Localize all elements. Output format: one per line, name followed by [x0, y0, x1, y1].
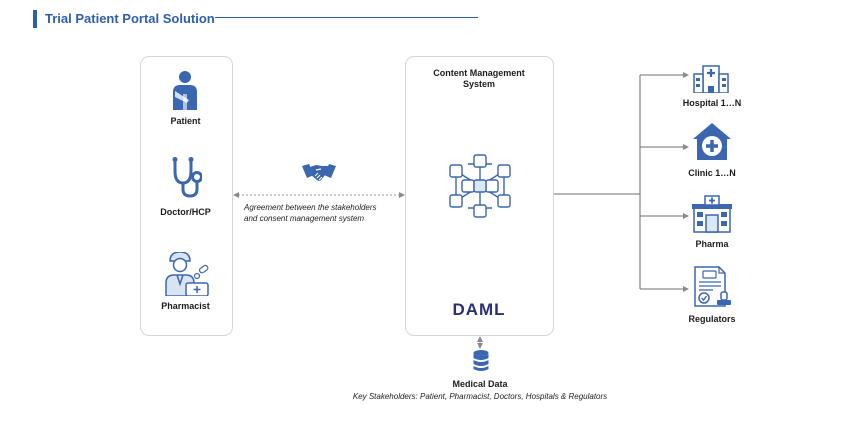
network-cubes-icon [444, 152, 516, 220]
title-rule [215, 17, 478, 18]
cms-title-line2: System [462, 79, 496, 89]
target-label-clinic: Clinic 1…N [688, 168, 736, 178]
target-label-hospital: Hospital 1…N [682, 98, 742, 108]
key-stakeholders-caption: Key Stakeholders: Patient, Pharmacist, D… [352, 392, 608, 401]
medical-data-label: Medical Data [452, 379, 508, 389]
pharmacist-icon [164, 252, 210, 296]
title-accent-bar [33, 10, 37, 28]
stakeholder-label-doctor: Doctor/HCP [160, 207, 211, 217]
page-title: Trial Patient Portal Solution [45, 11, 215, 26]
stakeholder-label-pharmacist: Pharmacist [161, 301, 210, 311]
pharma-building-icon [692, 195, 732, 233]
target-label-pharma: Pharma [695, 239, 729, 249]
agreement-text-line1: Agreement between the stakeholders [244, 203, 377, 212]
cms-title-line1: Content Management [433, 68, 525, 78]
agreement-text-line2: and consent management system [244, 214, 365, 223]
stethoscope-icon [170, 157, 202, 199]
clinic-icon [692, 122, 732, 162]
regulator-document-icon [693, 266, 733, 308]
handshake-icon [302, 161, 336, 185]
database-icon [473, 350, 489, 372]
stakeholder-label-patient: Patient [170, 116, 201, 126]
patient-icon [165, 70, 201, 110]
daml-logo: DAML [452, 300, 506, 319]
target-label-regulators: Regulators [688, 314, 736, 324]
hospital-icon [693, 61, 729, 93]
